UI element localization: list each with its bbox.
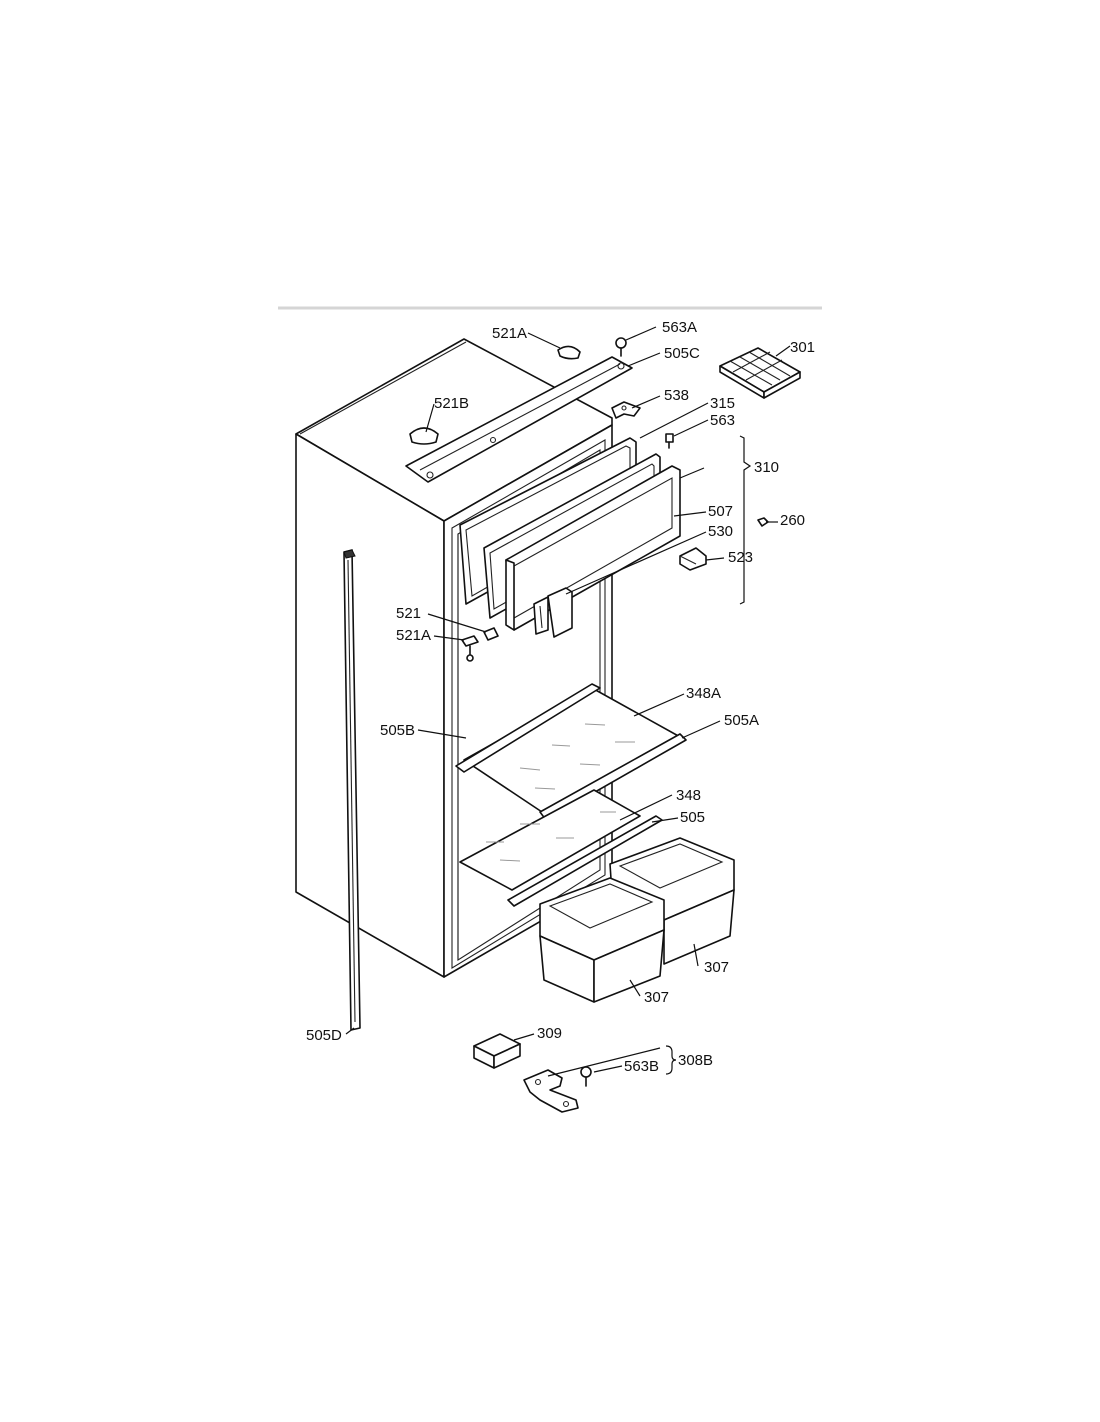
crisper-drawer-left-307	[539, 877, 665, 1003]
cabinet-body	[295, 338, 613, 978]
ice-tray-301	[719, 347, 801, 399]
hinge-308B	[523, 1069, 579, 1113]
label-563: 563	[710, 412, 735, 429]
label-538: 538	[664, 387, 689, 404]
part-labels: 521A 563A 505C 301 521B 538 315 563 310 …	[306, 319, 815, 1075]
screw-563A	[615, 337, 627, 357]
label-507: 507	[708, 503, 733, 520]
label-521A: 521A	[396, 627, 431, 644]
label-505: 505	[680, 809, 705, 826]
hinge-523	[679, 547, 707, 571]
bracket-538	[611, 401, 641, 419]
label-505C: 505C	[664, 345, 700, 362]
label-523: 523	[728, 549, 753, 566]
label-310: 310	[754, 459, 779, 476]
door-handle-530	[533, 587, 573, 638]
label-260: 260	[780, 512, 805, 529]
label-301: 301	[790, 339, 815, 356]
screw-521A	[461, 635, 479, 662]
label-308B: 308B	[678, 1052, 713, 1069]
label-307-right: 307	[704, 959, 729, 976]
label-315: 315	[710, 395, 735, 412]
label-521B: 521B	[434, 395, 469, 412]
group-bracket-310	[739, 435, 752, 605]
cap-521	[483, 627, 499, 641]
screw-563	[665, 433, 674, 449]
top-trim-505C	[405, 356, 633, 483]
label-309: 309	[537, 1025, 562, 1042]
label-505B: 505B	[380, 722, 415, 739]
label-505A: 505A	[724, 712, 759, 729]
label-307-left: 307	[644, 989, 669, 1006]
label-348: 348	[676, 787, 701, 804]
freezer-door-507	[505, 465, 681, 631]
screw-563B	[580, 1066, 592, 1087]
label-521A-top: 521A	[492, 325, 527, 342]
label-530: 530	[708, 523, 733, 540]
door-seal-505D	[343, 549, 361, 1031]
label-348A: 348A	[686, 685, 721, 702]
label-563B: 563B	[624, 1058, 659, 1075]
label-505D: 505D	[306, 1027, 342, 1044]
brace-308B	[665, 1045, 677, 1075]
label-563A: 563A	[662, 319, 697, 336]
leader-lines	[345, 326, 791, 1077]
label-521: 521	[396, 605, 421, 622]
cap-521A-top	[557, 345, 581, 360]
cap-521B	[409, 427, 439, 445]
block-309	[473, 1033, 521, 1069]
